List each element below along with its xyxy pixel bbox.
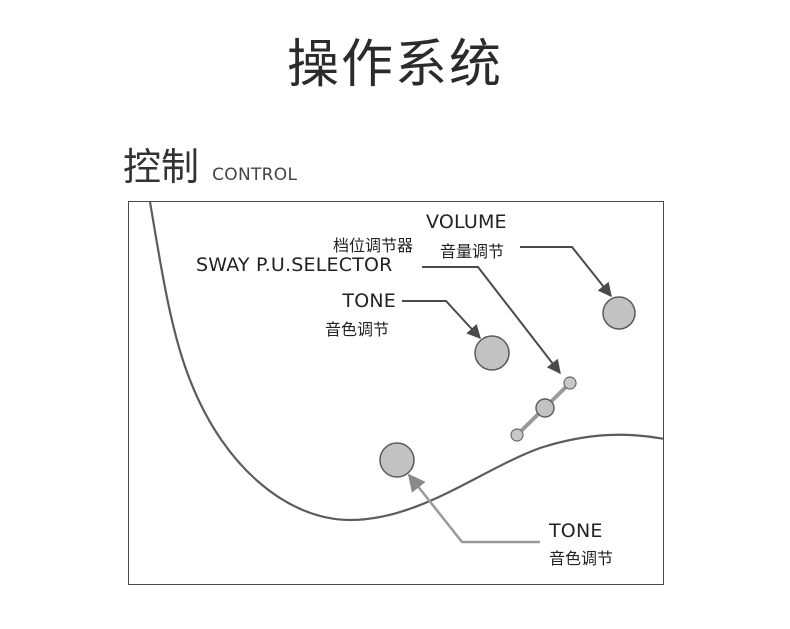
volume-knob — [602, 296, 636, 330]
selector-end-top — [563, 376, 577, 390]
tone-upper-leader — [402, 300, 481, 340]
volume-label-cn: 音量调节 — [440, 242, 505, 261]
tone-lower-label-cn: 音色调节 — [549, 549, 614, 568]
selector-label-en: SWAY P.U.SELECTOR — [196, 254, 393, 276]
tone-knob-upper — [474, 335, 510, 371]
section-title-en: CONTROL — [212, 165, 298, 185]
selector-leader — [422, 266, 561, 375]
section-title-cn: 控制 — [123, 145, 200, 189]
section-heading: 控制 CONTROL — [123, 136, 297, 191]
selector-label-cn: 档位调节器 — [332, 236, 413, 255]
diagram-frame — [128, 201, 664, 585]
tone-lower-leader — [407, 473, 540, 544]
volume-label-en: VOLUME — [426, 211, 507, 233]
tone-lower-label-en: TONE — [549, 520, 603, 542]
volume-leader — [520, 246, 612, 298]
tone-upper-label-cn: 音色调节 — [325, 320, 390, 339]
selector-switch-knob — [535, 398, 555, 418]
tone-knob-lower — [379, 442, 415, 478]
tone-upper-label-en: TONE — [342, 290, 396, 312]
selector-end-bottom — [510, 428, 524, 442]
guitar-body-outline — [148, 202, 663, 522]
page-title: 操作系统 — [286, 35, 503, 95]
